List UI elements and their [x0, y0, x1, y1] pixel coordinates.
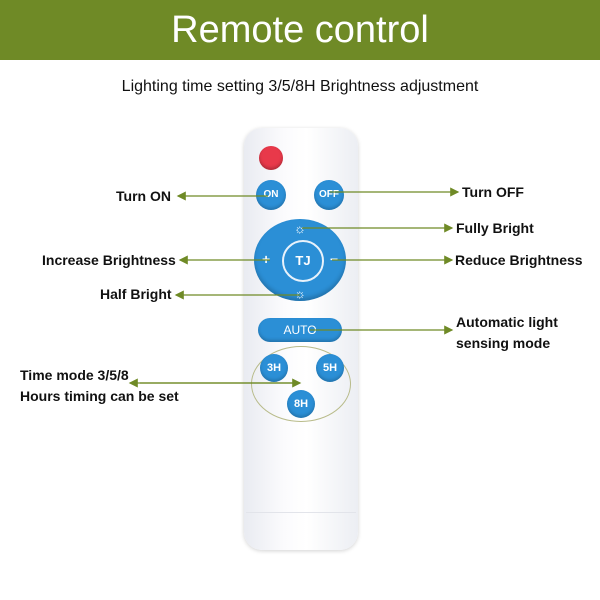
- subtitle: Lighting time setting 3/5/8H Brightness …: [121, 78, 479, 95]
- increase-brightness-button[interactable]: +: [262, 251, 271, 267]
- off-button[interactable]: OFF: [314, 180, 344, 210]
- timer-3h-button[interactable]: 3H: [260, 354, 288, 382]
- sun-half-icon[interactable]: ☼: [294, 286, 306, 301]
- sun-full-icon[interactable]: ☼: [294, 221, 306, 236]
- label-auto-line2: sensing mode: [456, 335, 551, 351]
- power-indicator[interactable]: [259, 146, 283, 170]
- label-reduce-brightness: Reduce Brightness: [455, 252, 583, 268]
- time-buttons-outline: [251, 346, 351, 422]
- label-turn-on: Turn ON: [116, 188, 171, 204]
- on-button[interactable]: ON: [256, 180, 286, 210]
- label-time-line2: Hours timing can be set: [20, 388, 179, 404]
- label-auto-line1: Automatic light: [456, 314, 558, 330]
- label-fully-bright: Fully Bright: [456, 220, 534, 236]
- center-tj-button[interactable]: TJ: [282, 240, 324, 282]
- label-time-line1: Time mode 3/5/8: [20, 367, 129, 383]
- label-turn-off: Turn OFF: [462, 184, 524, 200]
- reduce-brightness-button[interactable]: −: [330, 251, 339, 267]
- title-banner: Remote control: [0, 0, 600, 60]
- label-increase-brightness: Increase Brightness: [42, 252, 176, 268]
- timer-5h-button[interactable]: 5H: [316, 354, 344, 382]
- remote-battery-cover: [246, 512, 356, 549]
- label-half-bright: Half Bright: [100, 286, 172, 302]
- timer-8h-button[interactable]: 8H: [287, 390, 315, 418]
- page-title: Remote control: [171, 9, 429, 51]
